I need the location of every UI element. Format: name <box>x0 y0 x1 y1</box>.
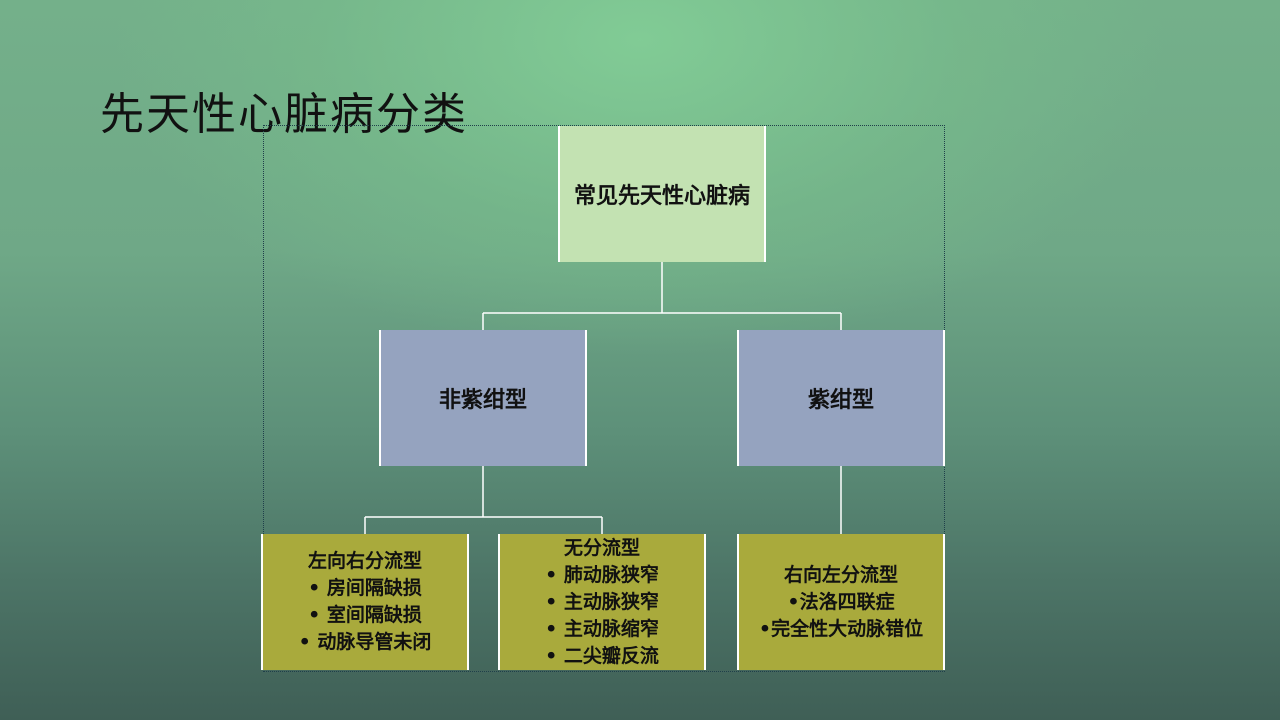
list-item: • 动脉导管未闭 <box>298 631 432 653</box>
acyanotic-node-label: 非紫绀型 <box>438 387 527 413</box>
root-node: 常见先天性心脏病 <box>558 126 766 262</box>
list-item: • 室间隔缺损 <box>308 604 422 626</box>
right-left-shunt-node: 右向左分流型 •法洛四联症 •完全性大动脉错位 <box>737 534 945 670</box>
list-item: • 主动脉狭窄 <box>545 590 659 613</box>
acyanotic-node: 非紫绀型 <box>379 330 587 466</box>
left-right-shunt-heading: 左向右分流型 <box>307 550 422 572</box>
no-shunt-heading: 无分流型 <box>563 536 640 559</box>
list-item: •法洛四联症 <box>787 590 895 613</box>
list-item: • 肺动脉狭窄 <box>545 563 659 586</box>
list-item: • 房间隔缺损 <box>308 577 422 599</box>
list-item: • 二尖瓣反流 <box>545 644 659 667</box>
right-left-shunt-heading: 右向左分流型 <box>783 563 898 586</box>
cyanotic-node-label: 紫绀型 <box>807 387 874 413</box>
left-right-shunt-node: 左向右分流型 • 房间隔缺损 • 室间隔缺损 • 动脉导管未闭 <box>261 534 469 670</box>
slide-title: 先天性心脏病分类 <box>100 89 468 140</box>
list-item: •完全性大动脉错位 <box>758 617 924 640</box>
no-shunt-node: 无分流型 • 肺动脉狭窄 • 主动脉狭窄 • 主动脉缩窄 • 二尖瓣反流 <box>498 534 706 670</box>
root-node-label: 常见先天性心脏病 <box>573 183 750 209</box>
cyanotic-node: 紫绀型 <box>737 330 945 466</box>
list-item: • 主动脉缩窄 <box>545 617 659 640</box>
